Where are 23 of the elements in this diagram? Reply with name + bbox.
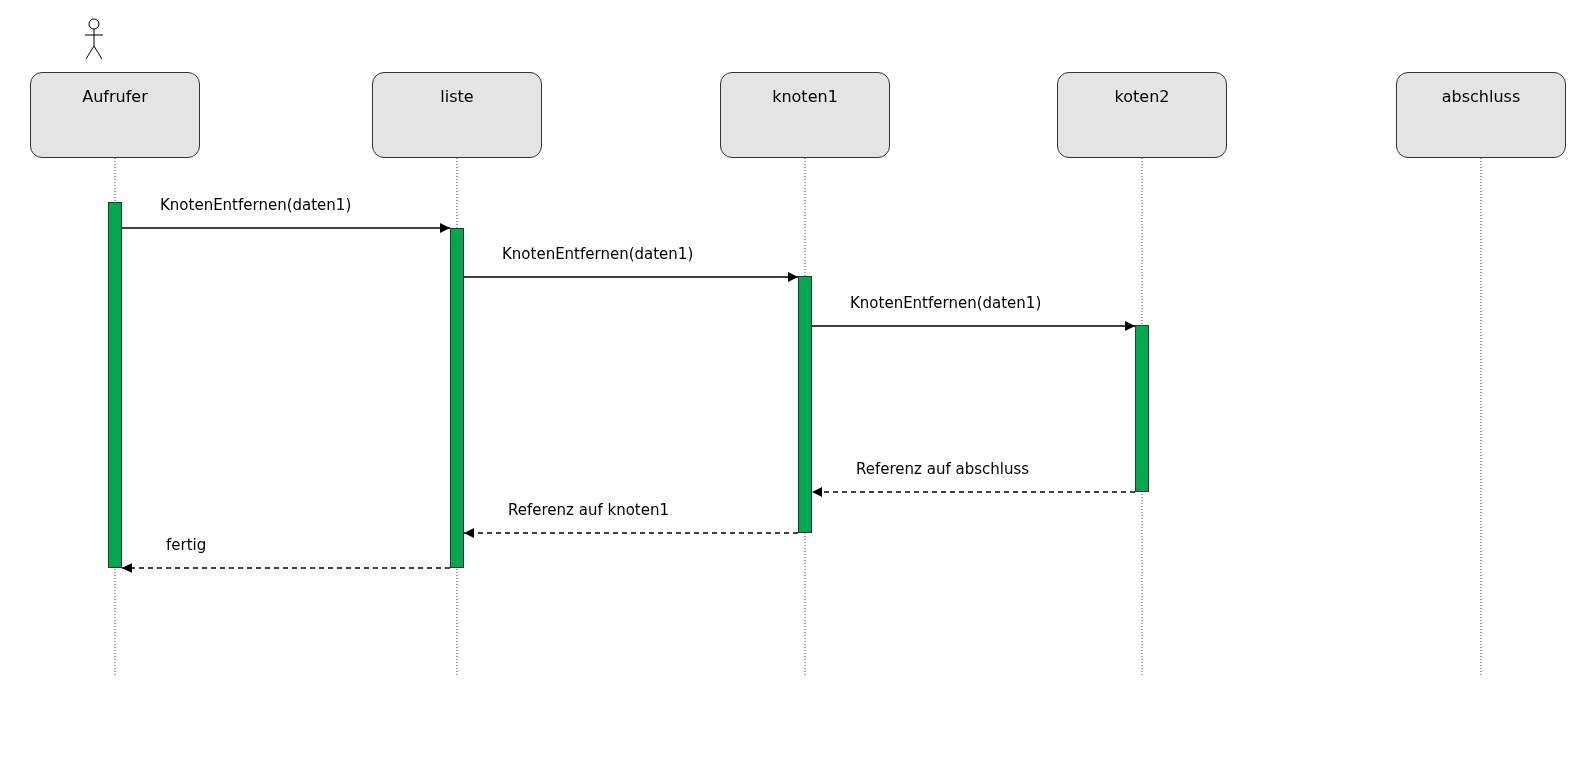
message-label: KnotenEntfernen(daten1) [500,245,696,263]
lifeline-box [1057,72,1227,158]
lifeline-box [1396,72,1566,158]
message-arrow [121,223,451,233]
participant-name: abschluss [1441,87,1521,106]
activation-bar [798,276,812,533]
participant-name: Aufrufer [82,87,148,106]
message-arrow [463,272,799,282]
participant-name: knoten1 [772,87,838,106]
lifeline-box [30,72,200,158]
activation-bar [1135,325,1149,492]
participant-name: koten2 [1114,87,1170,106]
message-label: KnotenEntfernen(daten1) [848,294,1044,312]
activation-bar [450,228,464,568]
return-arrow [121,563,451,573]
lifeline-box [372,72,542,158]
activation-bar [108,202,122,568]
message-label: KnotenEntfernen(daten1) [158,196,354,214]
lifeline-box [720,72,890,158]
participant-name: liste [440,87,474,106]
return-arrow [463,528,799,538]
return-arrow [811,487,1136,497]
message-arrow [811,321,1136,331]
